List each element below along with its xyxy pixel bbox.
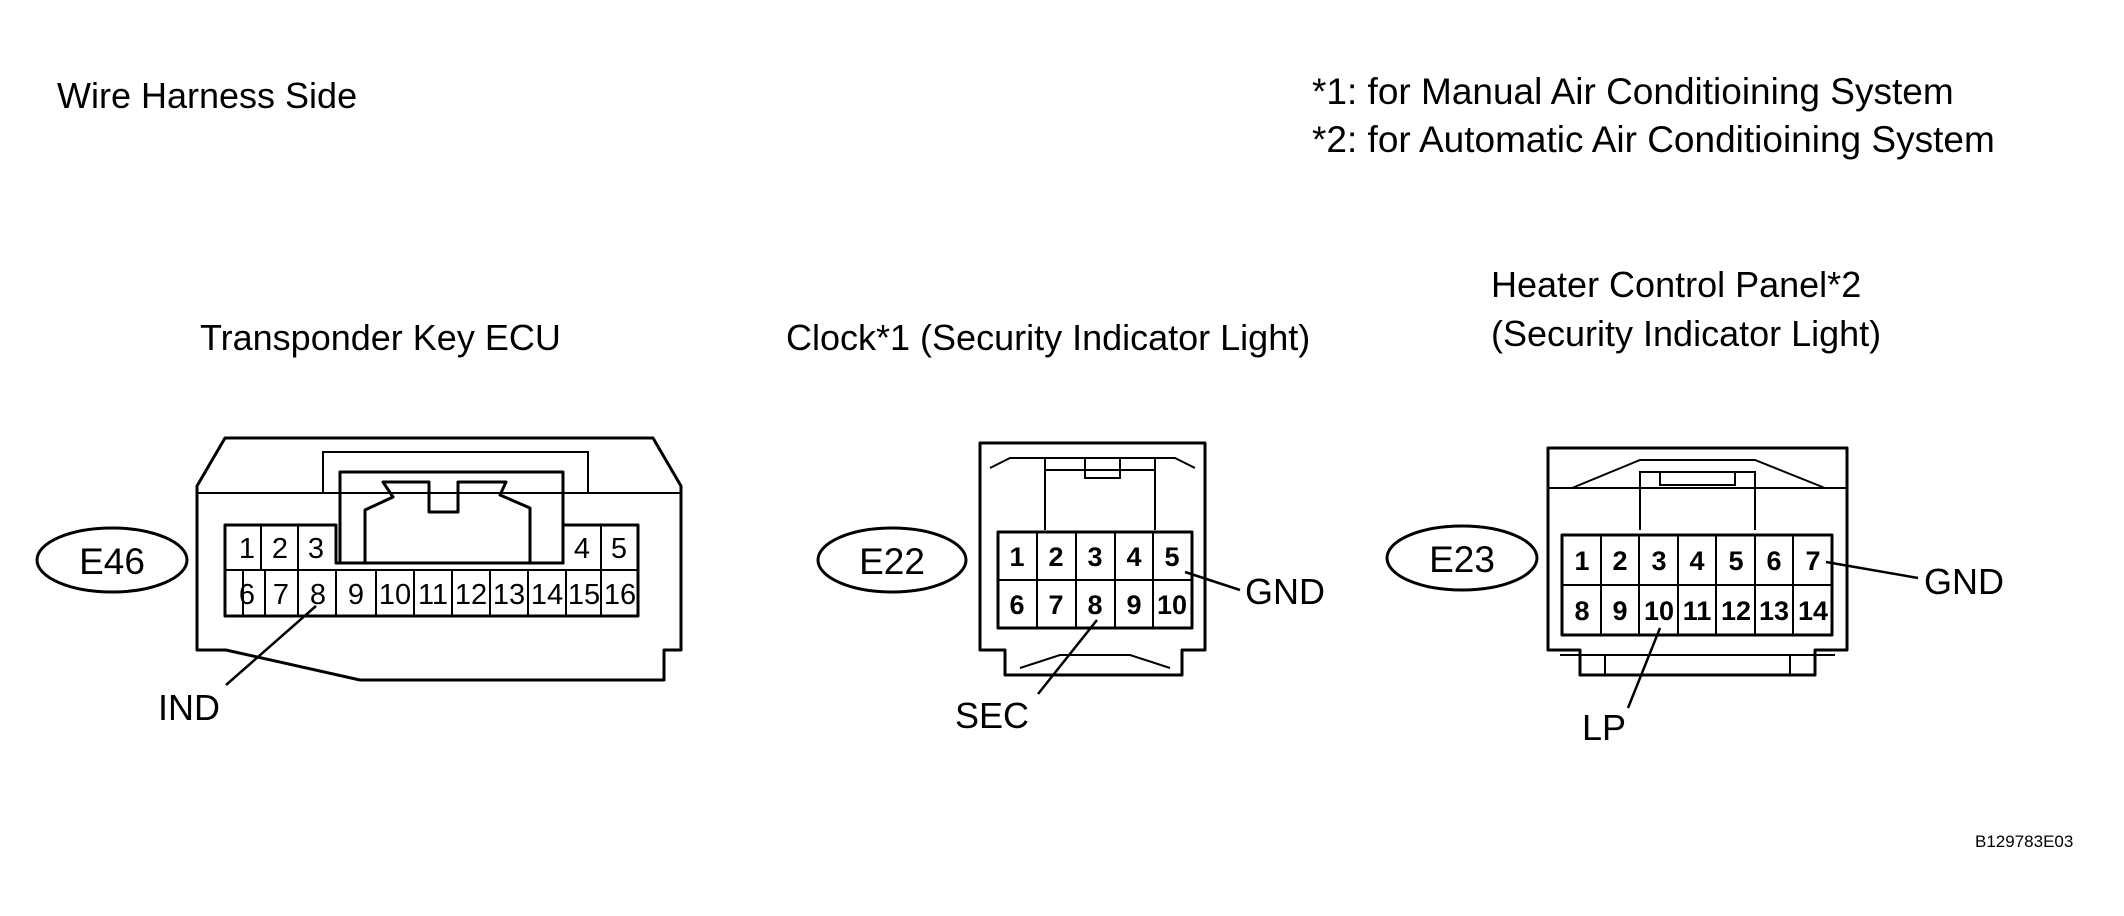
clock-pin-grid: [998, 532, 1192, 628]
heater-pin: 7: [1805, 546, 1820, 576]
ecu-pin-numbers: 1 2 3 4 5 6 7 8 9 10 11 12 13 14 15 16: [239, 533, 636, 611]
ecu-pin: 16: [604, 579, 636, 611]
clock-pin: 5: [1164, 542, 1179, 572]
heater-pin: 1: [1574, 546, 1589, 576]
clock-sec-leader-line: [1037, 619, 1098, 695]
view-label: Wire Harness Side: [57, 75, 358, 116]
ecu-housing-outline: [195, 436, 683, 682]
clock-pin: 2: [1048, 542, 1063, 572]
ecu-pin: 8: [310, 579, 326, 611]
heater-terminal-gnd-label: GND: [1924, 561, 2004, 602]
ecu-pin: 3: [308, 533, 324, 565]
ecu-pin: 6: [239, 579, 255, 611]
heater-lp-leader-line: [1626, 627, 1662, 709]
clock-terminal-gnd-label: GND: [1245, 571, 1325, 612]
heater-latch: [1639, 471, 1756, 530]
clock-terminal-sec-label: SEC: [955, 695, 1030, 736]
heater-connector-title-line2: (Security Indicator Light): [1491, 313, 1882, 354]
ecu-pin: 15: [568, 579, 600, 611]
clock-pin: 10: [1157, 590, 1187, 620]
heater-pin: 3: [1651, 546, 1666, 576]
heater-terminal-lp-label: LP: [1582, 707, 1627, 748]
clock-pin: 7: [1048, 590, 1063, 620]
heater-pin: 4: [1689, 546, 1704, 576]
ecu-connector-code: E46: [79, 541, 145, 582]
ecu-pin-grid: [242, 525, 602, 616]
ecu-pin-block: [223, 523, 640, 618]
heater-pin: 11: [1683, 596, 1712, 626]
heater-connector-code: E23: [1429, 539, 1495, 580]
ecu-pin: 10: [379, 579, 411, 611]
ecu-pin: 9: [348, 579, 364, 611]
ecu-pin: 7: [273, 579, 289, 611]
heater-gnd-leader-line: [1825, 560, 1919, 580]
heater-pin: 2: [1612, 546, 1627, 576]
clock-connector: 1 2 3 4 5 6 7 8 9 10 E22: [816, 441, 1241, 695]
heater-bottom-slots: [1560, 654, 1835, 675]
ecu-pin: 4: [574, 533, 590, 565]
ecu-terminal-ind-label: IND: [158, 687, 220, 728]
clock-pin: 9: [1126, 590, 1141, 620]
ecu-pin: 11: [418, 579, 448, 611]
heater-housing-outline: [1546, 446, 1849, 677]
clock-connector-title: Clock*1 (Security Indicator Light): [786, 317, 1311, 358]
heater-pin: 13: [1759, 596, 1789, 626]
heater-pin: 9: [1612, 596, 1627, 626]
clock-latch: [1044, 457, 1156, 530]
clock-pin: 4: [1126, 542, 1141, 572]
clock-gnd-leader-line: [1184, 570, 1241, 592]
heater-pin: 8: [1574, 596, 1589, 626]
ecu-latch-outer: [322, 451, 589, 493]
clock-bottom-notch: [1019, 654, 1171, 669]
clock-pin: 1: [1009, 542, 1024, 572]
ecu-pin: 5: [611, 533, 627, 565]
heater-connector: 1 2 3 4 5 6 7 8 9 10 11 12 13 14 E23: [1385, 446, 1919, 709]
note-automatic-ac: *2: for Automatic Air Conditioining Syst…: [1312, 119, 1995, 160]
ecu-ind-leader-line: [225, 605, 317, 686]
clock-connector-code-badge: [816, 526, 968, 594]
heater-pin: 10: [1644, 596, 1674, 626]
ecu-connector: 1 2 3 4 5 6 7 8 9 10 11 12 13 14 15 16 E…: [35, 436, 683, 686]
heater-pin: 5: [1728, 546, 1743, 576]
ecu-pin: 2: [272, 533, 288, 565]
clock-connector-code: E22: [859, 541, 925, 582]
ecu-pin: 1: [239, 533, 255, 565]
clock-pin: 6: [1009, 590, 1024, 620]
ecu-connector-title: Transponder Key ECU: [200, 317, 561, 358]
clock-housing-outline: [978, 441, 1207, 677]
heater-pin: 12: [1721, 596, 1751, 626]
figure-id: B129783E03: [1975, 832, 2074, 851]
ecu-pin: 13: [493, 579, 525, 611]
ecu-latch: [338, 470, 565, 565]
clock-pin: 3: [1087, 542, 1102, 572]
heater-connector-title-line1: Heater Control Panel*2: [1491, 264, 1862, 305]
heater-connector-code-badge: [1385, 524, 1539, 592]
clock-pin: 8: [1087, 590, 1102, 620]
heater-pin: 14: [1798, 596, 1828, 626]
ecu-pin: 14: [531, 579, 563, 611]
heater-pin-grid: [1562, 535, 1832, 635]
note-manual-ac: *1: for Manual Air Conditioining System: [1312, 71, 1954, 112]
heater-pin-numbers: 1 2 3 4 5 6 7 8 9 10 11 12 13 14: [1574, 546, 1828, 626]
ecu-connector-code-badge: [35, 526, 189, 594]
heater-pin: 6: [1766, 546, 1781, 576]
clock-pin-numbers: 1 2 3 4 5 6 7 8 9 10: [1009, 542, 1187, 620]
heater-housing-top-edge: [1548, 459, 1847, 489]
clock-housing-top-edge: [989, 457, 1196, 469]
ecu-pin: 12: [455, 579, 487, 611]
